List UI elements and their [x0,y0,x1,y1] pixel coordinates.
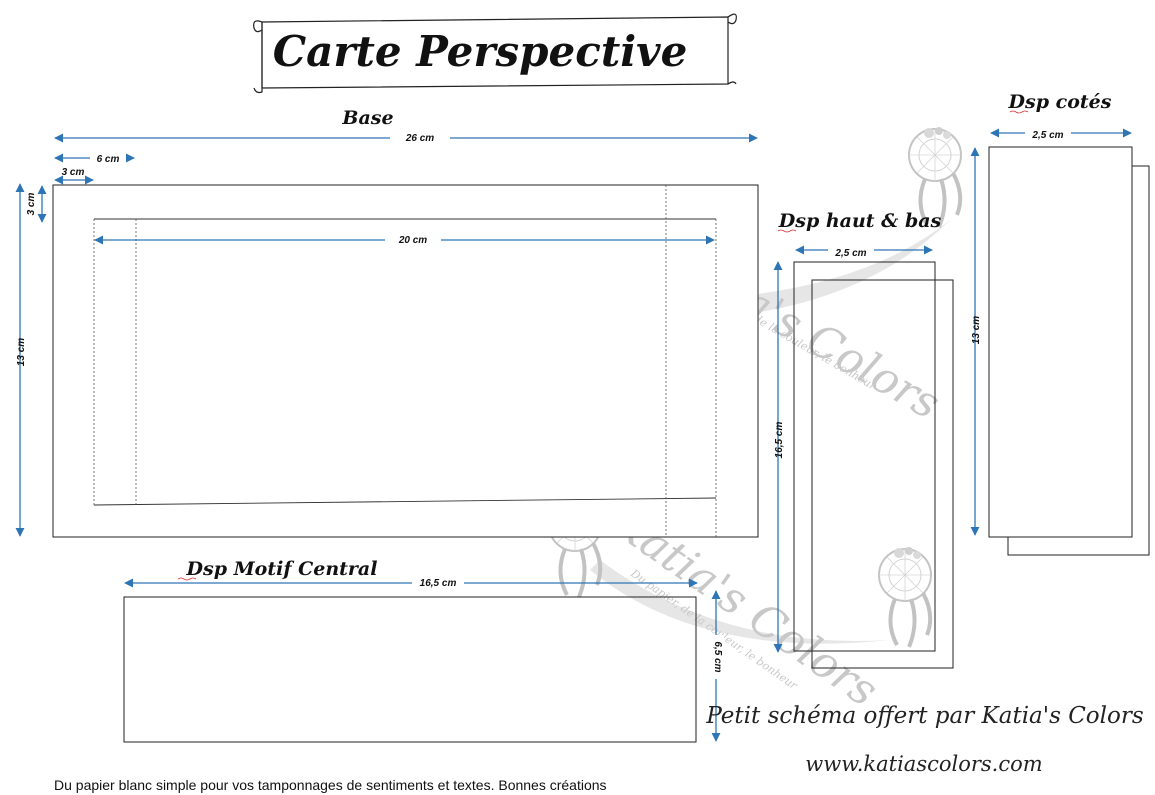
dsp-cotes-section: Dsp cotés 2,5 cm 13 cm [970,91,1150,556]
motif-height-label: 6,5 cm [712,641,723,672]
dsp-haut-bas-title: Dsp haut & bas [778,210,942,232]
page-title: Carte Perspective [273,27,688,76]
cotes-height-label: 13 cm [971,316,982,344]
cotes-width-label: 2,5 cm [1031,130,1063,141]
haut-rect-front [793,261,936,652]
base-width-label: 26 cm [405,133,434,144]
website-url[interactable]: www.katiascolors.com [805,752,1042,776]
motif-rect [123,596,697,743]
dsp-haut-bas-section: Dsp haut & bas 2,5 cm 16,5 cm [773,210,954,669]
dsp-motif-title: Dsp Motif Central [186,558,378,580]
haut-rect-back [811,279,954,669]
title-banner: Carte Perspective [253,13,737,94]
haut-width-label: 2,5 cm [834,248,866,259]
dsp-cotes-title: Dsp cotés [1008,91,1112,113]
base-title: Base [341,107,393,129]
inner-width-label: 20 cm [398,235,427,246]
motif-width-label: 16,5 cm [420,578,457,589]
base-3cm-h-label: 3 cm [62,167,85,178]
base-inner-bottom [93,497,717,506]
base-3cm-v-label: 3 cm [26,192,37,215]
base-6cm-label: 6 cm [97,154,120,165]
dsp-motif-section: Dsp Motif Central 16,5 cm 6,5 cm [123,558,724,743]
footer-note: Du papier blanc simple pour vos tamponna… [54,777,607,793]
base-section: Base 26 cm 6 cm 3 cm 3 cm 13 cm 20 cm [15,107,759,538]
haut-height-label: 16,5 cm [774,422,785,459]
cotes-rect-front [988,146,1133,538]
credit-text: Petit schéma offert par Katia's Colors [705,703,1143,729]
base-height-label: 13 cm [16,338,27,366]
